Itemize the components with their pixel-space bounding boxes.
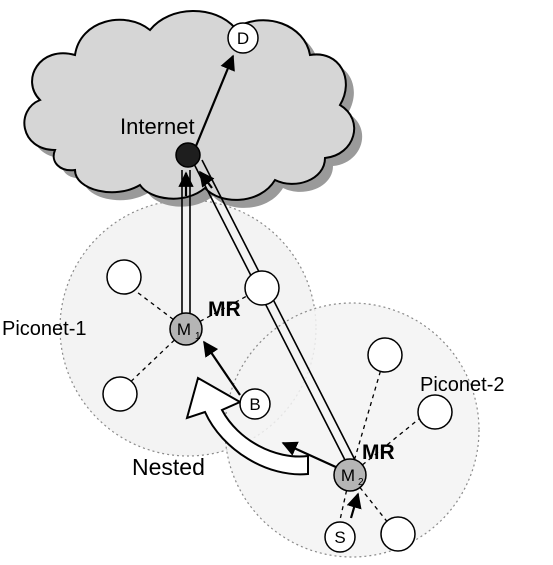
svg-text:S: S [334, 528, 345, 547]
node-p2-top [367, 337, 403, 373]
piconet-1-links [121, 282, 259, 391]
source-node: S [324, 521, 356, 553]
piconet-2-area [224, 302, 480, 558]
mobile-router-2: M 2 [333, 458, 367, 492]
bridge-node: B [239, 388, 271, 420]
svg-text:M: M [177, 320, 191, 339]
node-destination: D [227, 22, 259, 54]
internet-cloud [23, 10, 363, 208]
svg-text:D: D [237, 29, 249, 48]
node-p2-bottom-right [380, 516, 416, 552]
tunnel-lines [181, 159, 357, 463]
svg-text:1: 1 [195, 331, 201, 342]
mr-label-top: MR [208, 298, 241, 321]
internet-label: Internet [120, 114, 195, 139]
node-p1-lower-left [102, 376, 138, 412]
node-p1-upper-left [106, 259, 142, 295]
node-p2-right [417, 394, 453, 430]
internet-router [175, 142, 201, 168]
mobile-router-1: M 1 [169, 312, 203, 346]
piconet-2-label: Piconet-2 [420, 374, 505, 396]
svg-text:M: M [341, 466, 355, 485]
svg-text:B: B [249, 395, 260, 414]
svg-text:2: 2 [358, 477, 364, 488]
node-p1-upper-right [244, 270, 280, 306]
piconet-1-label: Piconet-1 [2, 318, 87, 340]
mr-label-bottom: MR [362, 441, 395, 464]
nested-label: Nested [132, 454, 205, 480]
flow-arrows [178, 54, 362, 519]
nested-arrow [185, 376, 309, 476]
